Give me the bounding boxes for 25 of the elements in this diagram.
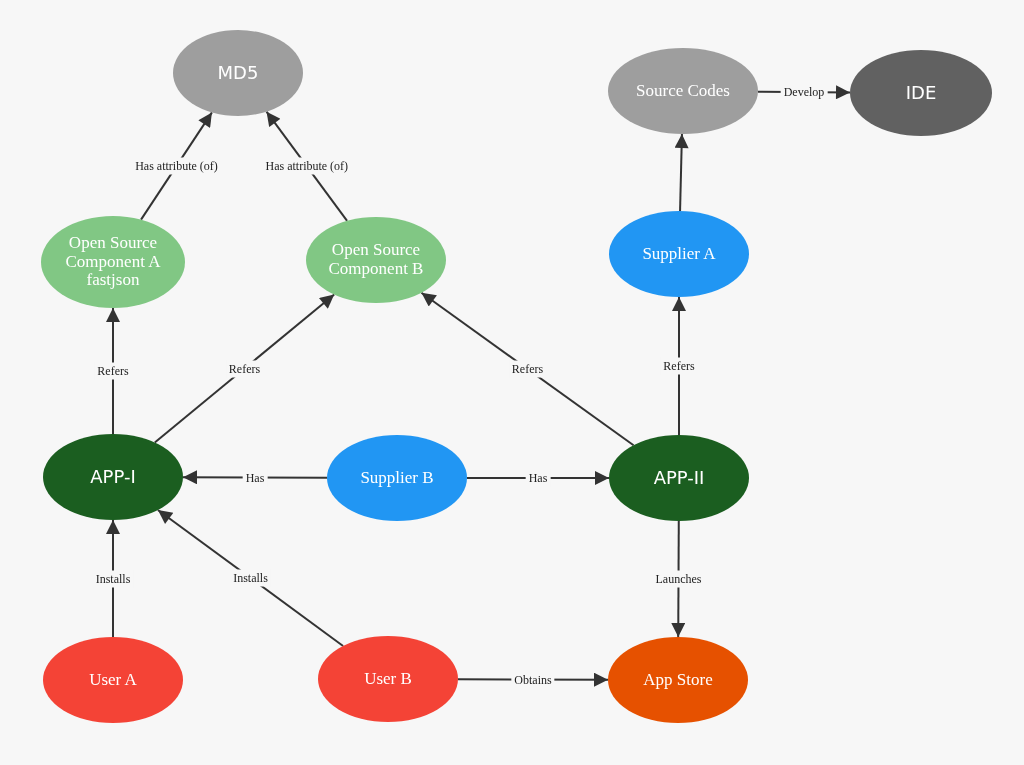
node-label: User A <box>89 670 137 690</box>
node-label: MD5 <box>217 63 259 83</box>
arrow <box>140 111 213 221</box>
node-label: Supplier B <box>360 468 434 488</box>
arrow <box>106 307 120 435</box>
node-label: IDE <box>905 83 937 103</box>
node-label: Supplier A <box>642 244 716 264</box>
arrow <box>106 519 120 638</box>
node-label: Open Source Component A fastjson <box>64 233 162 291</box>
node-label: APP-II <box>653 468 705 488</box>
arrow <box>672 296 686 436</box>
node-label: Open Source Component B <box>327 241 425 279</box>
arrow <box>674 133 689 212</box>
node-label: User B <box>364 669 412 689</box>
edge-label: Installs <box>230 569 271 587</box>
node-label: Source Codes <box>636 81 730 101</box>
edge-label: Has attribute (of) <box>132 157 221 175</box>
arrow <box>156 509 345 647</box>
arrow <box>153 293 336 444</box>
node-label: App Store <box>643 670 713 690</box>
arrow <box>671 520 686 638</box>
arrow <box>420 291 635 447</box>
edge-label: Refers <box>660 357 698 375</box>
edge-label: Refers <box>94 362 132 380</box>
node-label: APP-I <box>90 467 136 487</box>
